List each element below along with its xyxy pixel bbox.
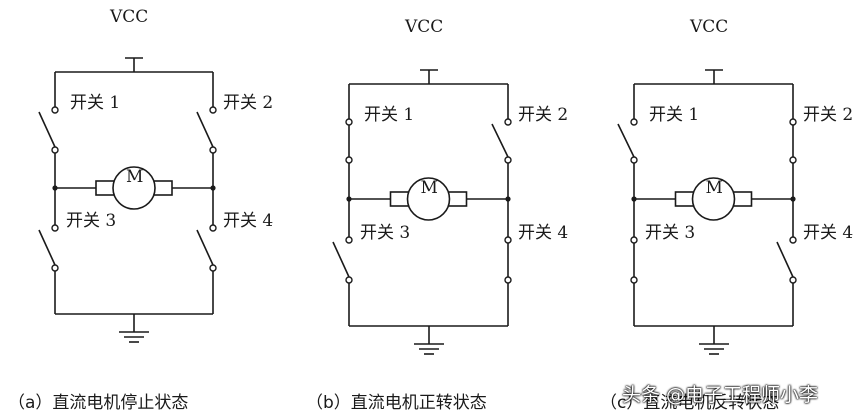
motor-right-brush — [153, 180, 173, 196]
switch-4-bottom-contact — [209, 264, 217, 272]
switch-4-bottom-contact — [504, 276, 512, 284]
switch-4-top-contact — [209, 224, 217, 232]
switch-2-top-contact — [209, 106, 217, 114]
vcc-label: VCC — [109, 7, 148, 27]
switch-1-bottom-contact — [51, 146, 59, 154]
switch-2-bottom-contact — [209, 146, 217, 154]
switch-4-label: 开关 4 — [518, 223, 568, 243]
switch-1-top-contact — [345, 118, 353, 126]
switch-1-label: 开关 1 — [364, 105, 414, 125]
switch-4-blade — [776, 241, 794, 278]
motor-left-brush — [95, 180, 115, 196]
switch-3-label: 开关 3 — [645, 223, 695, 243]
switch-3-bottom-contact — [51, 264, 59, 272]
switch-1-label: 开关 1 — [70, 93, 120, 113]
motor-label: M — [706, 178, 723, 198]
switch-1-bottom-contact — [630, 156, 638, 164]
vcc-label: VCC — [404, 17, 443, 37]
switch-2-bottom-contact — [789, 156, 797, 164]
motor-symbol — [691, 177, 736, 221]
switch-3-top-contact — [630, 236, 638, 244]
motor-right-brush — [447, 191, 468, 207]
switch-2-blade — [491, 123, 509, 158]
switch-4-bottom-contact — [789, 276, 797, 284]
switch-1-top-contact — [630, 118, 638, 126]
motor-left-brush — [389, 191, 410, 207]
motor-label: M — [421, 178, 438, 198]
switch-4-blade — [196, 229, 214, 266]
switch-2-label: 开关 2 — [223, 93, 273, 113]
switch-2-top-contact — [789, 118, 797, 126]
switch-1-blade — [617, 123, 635, 158]
motor-left-brush — [674, 191, 695, 207]
switch-1-top-contact — [51, 106, 59, 114]
motor-label: M — [126, 167, 143, 187]
circuit-c: VCC M 开关 1 开关 2 开关 3 开关 4 — [617, 17, 853, 355]
switch-1-bottom-contact — [345, 156, 353, 164]
switch-1-blade — [38, 111, 56, 148]
switch-4-label: 开关 4 — [223, 211, 273, 231]
switch-2-label: 开关 2 — [518, 105, 568, 125]
switch-3-blade — [332, 241, 350, 278]
motor-symbol — [406, 177, 451, 221]
switch-3-blade — [38, 229, 56, 266]
switch-4-label: 开关 4 — [803, 223, 853, 243]
caption-a: （a）直流电机停止状态 — [8, 393, 189, 413]
switch-3-bottom-contact — [630, 276, 638, 284]
motor-symbol — [112, 166, 156, 210]
switch-3-bottom-contact — [345, 276, 353, 284]
switch-3-label: 开关 3 — [360, 223, 410, 243]
switch-2-bottom-contact — [504, 156, 512, 164]
switch-1-label: 开关 1 — [649, 105, 699, 125]
circuit-b: VCC M 开关 1 开关 2 开关 3 开关 4 — [332, 17, 568, 355]
caption-b: （b）直流电机正转状态 — [306, 393, 487, 413]
vcc-label: VCC — [689, 17, 728, 37]
motor-right-brush — [732, 191, 753, 207]
switch-3-top-contact — [345, 236, 353, 244]
circuit-a: VCC M 开关 1 开关 2 开关 3 开关 4 — [38, 7, 273, 343]
caption-c: （c）直流电机反转状态 — [600, 393, 780, 413]
switch-2-blade — [196, 111, 214, 148]
switch-2-label: 开关 2 — [803, 105, 853, 125]
switch-3-top-contact — [51, 224, 59, 232]
watermark: 头条 @电子工程师小李 — [622, 384, 819, 406]
switch-2-top-contact — [504, 118, 512, 126]
switch-4-top-contact — [789, 236, 797, 244]
switch-4-top-contact — [504, 236, 512, 244]
switch-3-label: 开关 3 — [66, 211, 116, 231]
